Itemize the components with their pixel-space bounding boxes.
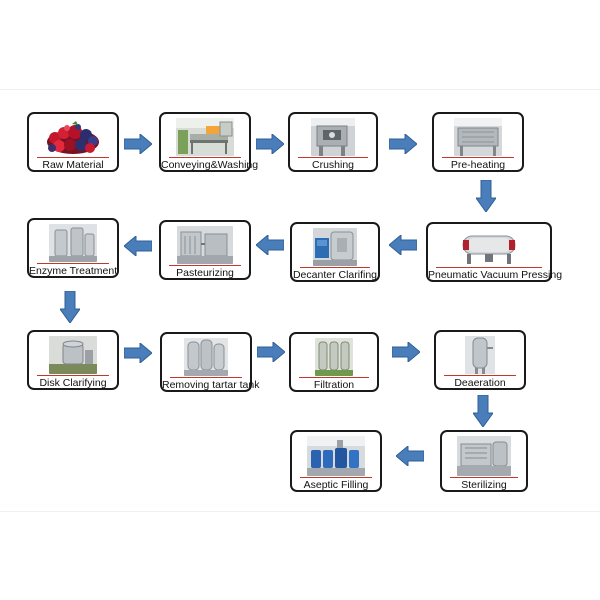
step-sterilizing: Sterilizing: [440, 430, 528, 492]
step-pasteurizing: Pasteurizing: [159, 220, 251, 280]
pneumatic-vacuum-pressing-label: Pneumatic Vacuum Pressing: [428, 269, 563, 281]
disk-clarifying-photo: [49, 336, 97, 374]
crushing-photo: [311, 118, 355, 156]
raw-material-underline: [37, 157, 109, 158]
arrow-right-icon: [256, 134, 284, 154]
pasteurizing-underline: [169, 265, 241, 266]
step-decanter-clarifing: Decanter Clarifing: [290, 222, 380, 282]
step-pre-heating: Pre-heating: [432, 112, 524, 172]
pneumatic-vacuum-pressing-photo: [457, 228, 521, 266]
decanter-clarifing-label: Decanter Clarifing: [292, 269, 378, 281]
arrow-left-icon: [124, 236, 152, 256]
step-conveying-washing: Conveying&Washing: [159, 112, 259, 172]
step-pneumatic-vacuum-pressing: Pneumatic Vacuum Pressing: [426, 222, 563, 282]
aseptic-filling-label: Aseptic Filling: [303, 479, 369, 491]
arrow-down-icon: [60, 291, 80, 323]
filtration-underline: [299, 377, 369, 378]
arrow-down-icon: [473, 395, 493, 427]
arrow-right-icon: [124, 343, 152, 363]
arrow-right-icon: [124, 134, 152, 154]
arrow-right-icon: [257, 342, 285, 362]
arrow-right-icon: [392, 342, 420, 362]
step-enzyme-treatment: Enzyme Treatment: [27, 218, 119, 278]
disk-clarifying-label: Disk Clarifying: [39, 377, 107, 389]
step-raw-material: Raw Material: [27, 112, 119, 172]
deaeration-underline: [444, 375, 516, 376]
filtration-label: Filtration: [313, 379, 355, 391]
deaeration-label: Deaeration: [454, 377, 506, 389]
pre-heating-label: Pre-heating: [450, 159, 506, 171]
arrow-left-icon: [389, 235, 417, 255]
arrow-right-icon: [389, 134, 417, 154]
arrow-left-icon: [396, 446, 424, 466]
raw-material-label: Raw Material: [42, 159, 104, 171]
pre-heating-underline: [442, 157, 514, 158]
arrow-left-icon: [256, 235, 284, 255]
pasteurizing-label: Pasteurizing: [176, 267, 234, 279]
decanter-clarifing-photo: [313, 228, 357, 266]
step-aseptic-filling: Aseptic Filling: [290, 430, 382, 492]
pasteurizing-photo: [177, 226, 233, 264]
aseptic-filling-underline: [300, 477, 372, 478]
enzyme-treatment-photo: [49, 224, 97, 262]
pre-heating-photo: [454, 118, 502, 156]
removing-tartar-tank-photo: [184, 338, 228, 376]
step-deaeration: Deaeration: [434, 330, 526, 390]
raw-material-photo: [45, 118, 101, 156]
step-filtration: Filtration: [289, 332, 379, 392]
conveying-washing-photo: [176, 118, 234, 156]
pneumatic-vacuum-pressing-underline: [436, 267, 542, 268]
conveying-washing-label: Conveying&Washing: [161, 159, 259, 171]
arrow-down-icon: [476, 180, 496, 212]
disk-clarifying-underline: [37, 375, 109, 376]
sterilizing-photo: [457, 436, 511, 476]
sterilizing-underline: [450, 477, 518, 478]
aseptic-filling-photo: [307, 436, 365, 476]
removing-tartar-tank-label: Removing tartar tank: [162, 379, 260, 391]
enzyme-treatment-underline: [37, 263, 109, 264]
crushing-underline: [298, 157, 368, 158]
step-crushing: Crushing: [288, 112, 378, 172]
step-removing-tartar-tank: Removing tartar tank: [160, 332, 260, 392]
sterilizing-label: Sterilizing: [461, 479, 507, 491]
deaeration-photo: [465, 336, 495, 374]
removing-tartar-tank-underline: [170, 377, 242, 378]
filtration-photo: [315, 338, 353, 376]
decanter-clarifing-underline: [300, 267, 370, 268]
step-disk-clarifying: Disk Clarifying: [27, 330, 119, 390]
conveying-washing-underline: [169, 157, 241, 158]
enzyme-treatment-label: Enzyme Treatment: [29, 265, 118, 277]
crushing-label: Crushing: [311, 159, 355, 171]
